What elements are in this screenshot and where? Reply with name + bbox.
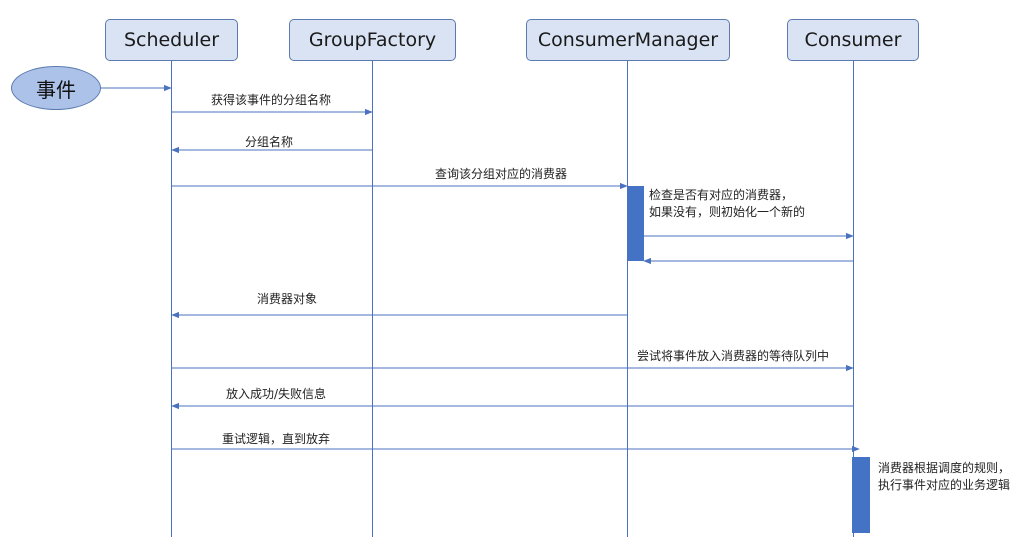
note-line: 执行事件对应的业务逻辑 <box>878 478 1011 492</box>
message-label-3: 查询该分组对应的消费器 <box>435 167 568 181</box>
lifeline-consumermanager: ConsumerManager <box>526 19 730 61</box>
note-line: 消费器根据调度的规则， <box>878 461 1011 475</box>
note-line: 检查是否有对应的消费器， <box>649 188 794 202</box>
note-consumermanager: 检查是否有对应的消费器， 如果没有，则初始化一个新的 <box>649 187 805 221</box>
message-label-1: 获得该事件的分组名称 <box>211 93 332 107</box>
message-label-7: 重试逻辑，直到放弃 <box>222 432 331 446</box>
lifeline-consumer: Consumer <box>787 19 919 61</box>
lifeline-scheduler: Scheduler <box>105 19 238 61</box>
event-actor: 事件 <box>11 66 101 110</box>
message-label-4: 消费器对象 <box>257 292 318 306</box>
activation-consumer <box>852 457 870 533</box>
lifeline-line-groupfactory <box>372 61 373 537</box>
message-label-6: 放入成功/失败信息 <box>226 387 327 401</box>
message-label-2: 分组名称 <box>245 135 294 149</box>
note-line: 如果没有，则初始化一个新的 <box>649 205 806 219</box>
lifeline-groupfactory: GroupFactory <box>289 19 456 61</box>
lifeline-line-scheduler <box>171 61 172 537</box>
activation-consumermanager <box>628 186 644 261</box>
lifeline-line-consumermanager <box>627 61 628 537</box>
message-label-5: 尝试将事件放入消费器的等待队列中 <box>637 349 830 363</box>
lifeline-line-consumer <box>853 61 854 537</box>
note-consumer: 消费器根据调度的规则， 执行事件对应的业务逻辑 <box>878 460 1010 494</box>
